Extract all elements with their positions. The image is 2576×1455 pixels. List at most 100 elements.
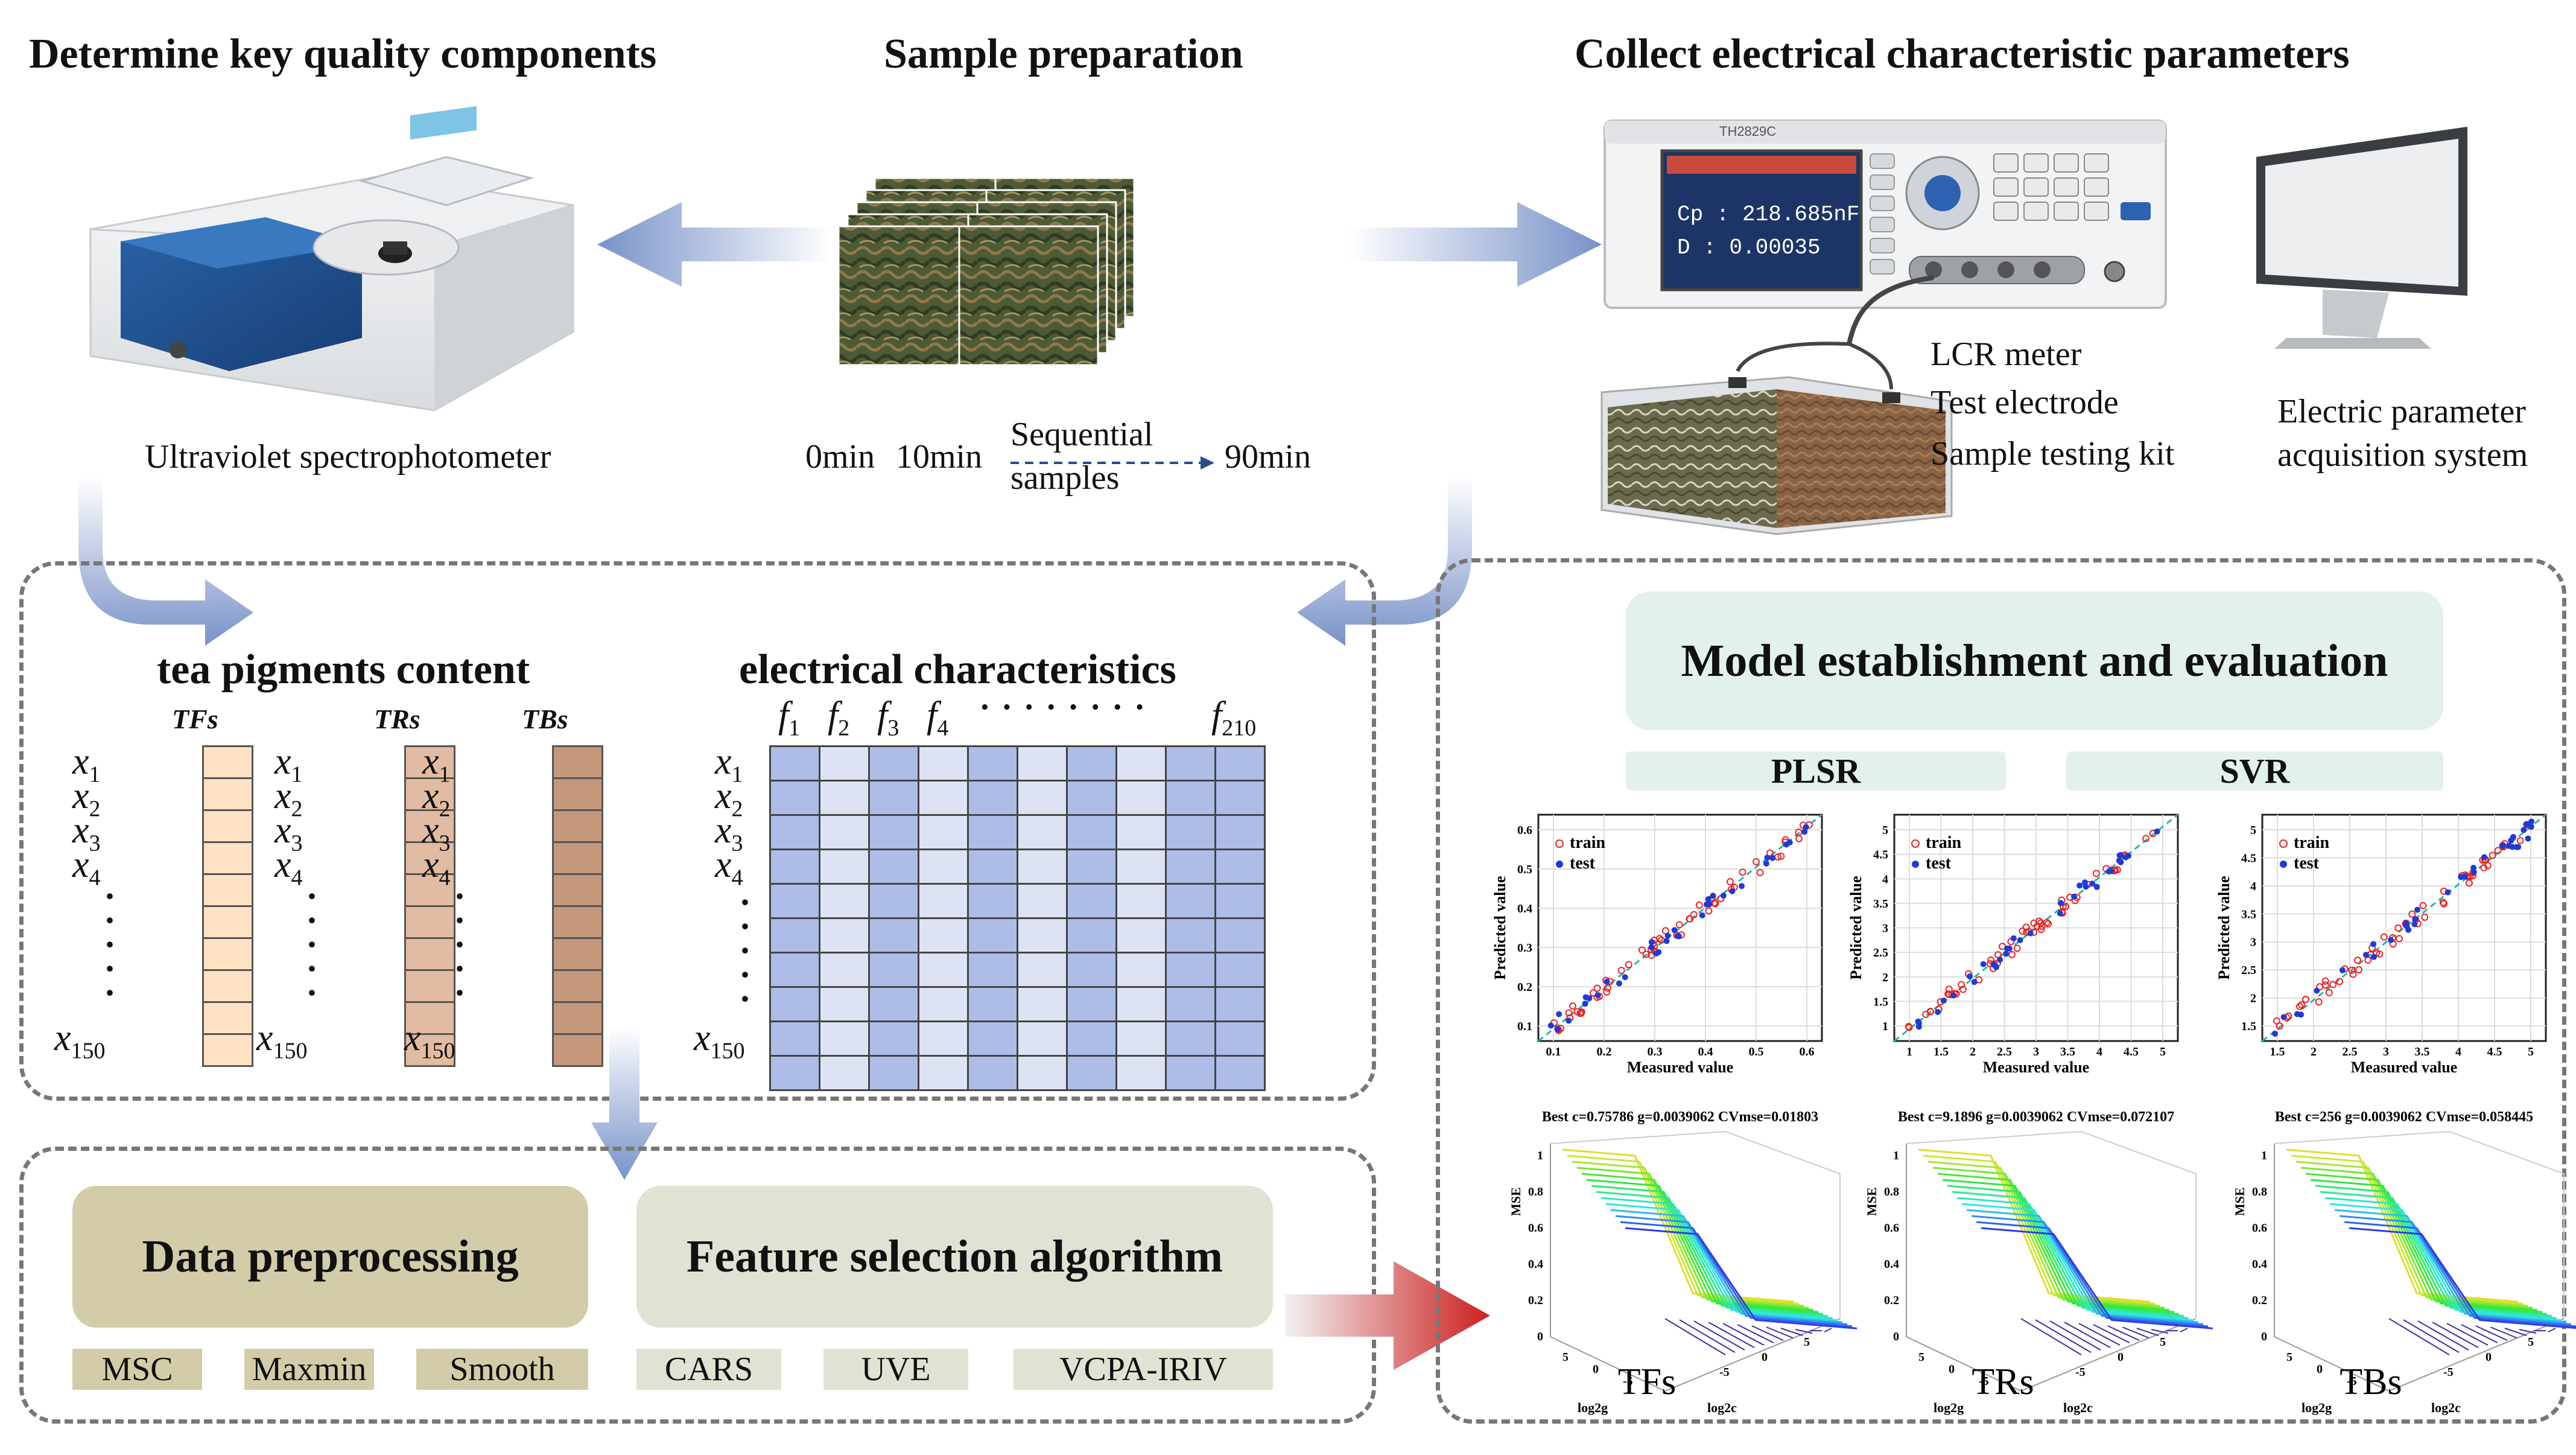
best-params-TRs: Best c=9.1896 g=0.0039062 CVmse=0.072107: [1898, 1109, 2174, 1125]
train-point: [1905, 1024, 1913, 1031]
surface-box: [1906, 1130, 2197, 1319]
pigment-row-label: x1: [274, 740, 303, 788]
electrical-cell: [1066, 814, 1117, 850]
train-point: [2489, 852, 2496, 859]
x-tick-label: 1.5: [1934, 1045, 1949, 1059]
surface-mesh-line: [1620, 1221, 1853, 1328]
train-point: [2396, 935, 2403, 943]
surface-mesh-line: [2310, 1179, 2543, 1313]
surface-base-line: [2093, 1324, 2130, 1343]
y-tick-label: 3: [1882, 922, 1888, 935]
lcr-display-cp: Cp : 218.685nF: [1677, 202, 1859, 227]
pigment-cell: [202, 937, 253, 971]
log2g-tick: 5: [1562, 1351, 1569, 1364]
y-axis-title: Predicted value: [1847, 876, 1865, 979]
mse-tick: 0.4: [1528, 1258, 1543, 1271]
train-point: [2321, 977, 2329, 985]
electrical-title: electrical characteristics: [739, 646, 1176, 693]
method-cars-label: CARS: [664, 1351, 753, 1388]
test-point: [2528, 818, 2535, 825]
surface-base-line: [2519, 1329, 2537, 1334]
test-point: [2499, 842, 2506, 849]
pigment-last-row-label: x150: [404, 1017, 455, 1064]
y-tick-label: 0.1: [1517, 1020, 1532, 1033]
legend-test: test: [1570, 854, 1596, 873]
surface-mesh-line: [1966, 1209, 2199, 1323]
surface-base-line: [2122, 1326, 2149, 1339]
method-smooth-label: Smooth: [449, 1351, 555, 1388]
test-point: [2057, 910, 2063, 917]
train-point: [1593, 984, 1601, 992]
feature-selection-title: Feature selection algorithm: [686, 1231, 1223, 1282]
test-point: [2272, 1030, 2279, 1037]
surface-box: [2274, 1130, 2565, 1319]
uv-spectrophotometer-image: [89, 106, 574, 412]
test-point: [1803, 824, 1809, 830]
electrical-dot: ·: [739, 979, 752, 1019]
electrical-cell: [1066, 917, 1117, 954]
log2g-tick: 5: [1918, 1351, 1924, 1364]
monitor-image: [2256, 127, 2467, 349]
pigment-row-label-sub: 4: [89, 865, 101, 891]
surface-mesh-line: [1625, 1227, 1857, 1329]
test-point: [2089, 880, 2096, 887]
surface-mesh-line: [1937, 1173, 2170, 1311]
arrow-down-to-preprocessing: [591, 1026, 658, 1180]
test-point: [2003, 950, 2010, 957]
surface-mesh-line: [2349, 1227, 2576, 1329]
sample-time-10: 10min: [896, 438, 983, 476]
plsr-tab: PLSR: [1626, 751, 2006, 791]
log2c-tick: -5: [1719, 1366, 1730, 1379]
pigment-row-label-letter: x: [274, 775, 291, 817]
legend-test: test: [2294, 854, 2320, 873]
test-point: [2523, 821, 2530, 828]
lcr-meter-label: LCR meter: [1930, 336, 2082, 373]
feature-selection-box: Feature selection algorithm: [636, 1186, 1273, 1328]
electrical-feature-last-label: f210: [1211, 694, 1256, 741]
surface-mesh-line: [2334, 1209, 2567, 1323]
mse-tick: 0.6: [2252, 1221, 2267, 1235]
model-panel: [1436, 558, 2566, 1424]
x-tick-label: 0.4: [1698, 1045, 1713, 1059]
pigment-cell: [202, 809, 253, 843]
test-point: [2154, 828, 2160, 835]
surface-mesh-line: [2300, 1167, 2533, 1309]
sequential-label-2: samples: [1010, 459, 1120, 497]
pigment-cell: [202, 873, 253, 907]
electrical-feature-label-sub: 2: [838, 715, 850, 741]
train-point: [1739, 868, 1746, 876]
header-quality-components: Determine key quality components: [29, 31, 657, 77]
electrical-row-label: x4: [715, 844, 743, 891]
y-tick-label: 2: [2250, 992, 2256, 1005]
test-point: [2458, 874, 2464, 880]
test-point: [2027, 930, 2034, 937]
train-point: [1705, 907, 1713, 915]
mse-tick: 0: [2261, 1330, 2267, 1343]
surface-base-line: [2064, 1322, 2111, 1348]
sequential-label-1: Sequential: [1010, 416, 1153, 453]
test-point: [1993, 964, 1999, 970]
surface-mesh-line: [2286, 1148, 2519, 1303]
x-tick-label: 0.6: [1800, 1045, 1815, 1059]
surface-mesh-line: [1981, 1227, 2213, 1329]
surface-mesh-line: [1615, 1215, 1848, 1325]
train-point: [1927, 1008, 1935, 1016]
test-point: [1967, 973, 1973, 979]
pigment-row-label-sub: 4: [439, 865, 451, 891]
pigment-row-label: x4: [274, 844, 303, 891]
train-point: [1777, 852, 1785, 860]
model-title-box: Model establishment and evaluation: [1626, 591, 2443, 730]
method-msc-label: MSC: [101, 1351, 173, 1388]
y-tick-label: 1: [1882, 1020, 1888, 1033]
surface-mesh-line: [1586, 1179, 1819, 1313]
sequential-arrow: [1010, 456, 1214, 470]
pigment-dot: ·: [104, 900, 116, 940]
y-tick-label: 1.5: [1873, 995, 1888, 1008]
test-point: [2125, 853, 2131, 859]
pigment-dot: ·: [306, 876, 319, 916]
method-vcpa-iriv-label: VCPA-IRIV: [1059, 1351, 1227, 1388]
test-point: [1720, 893, 1727, 899]
surface-mesh-line: [1572, 1160, 1804, 1307]
